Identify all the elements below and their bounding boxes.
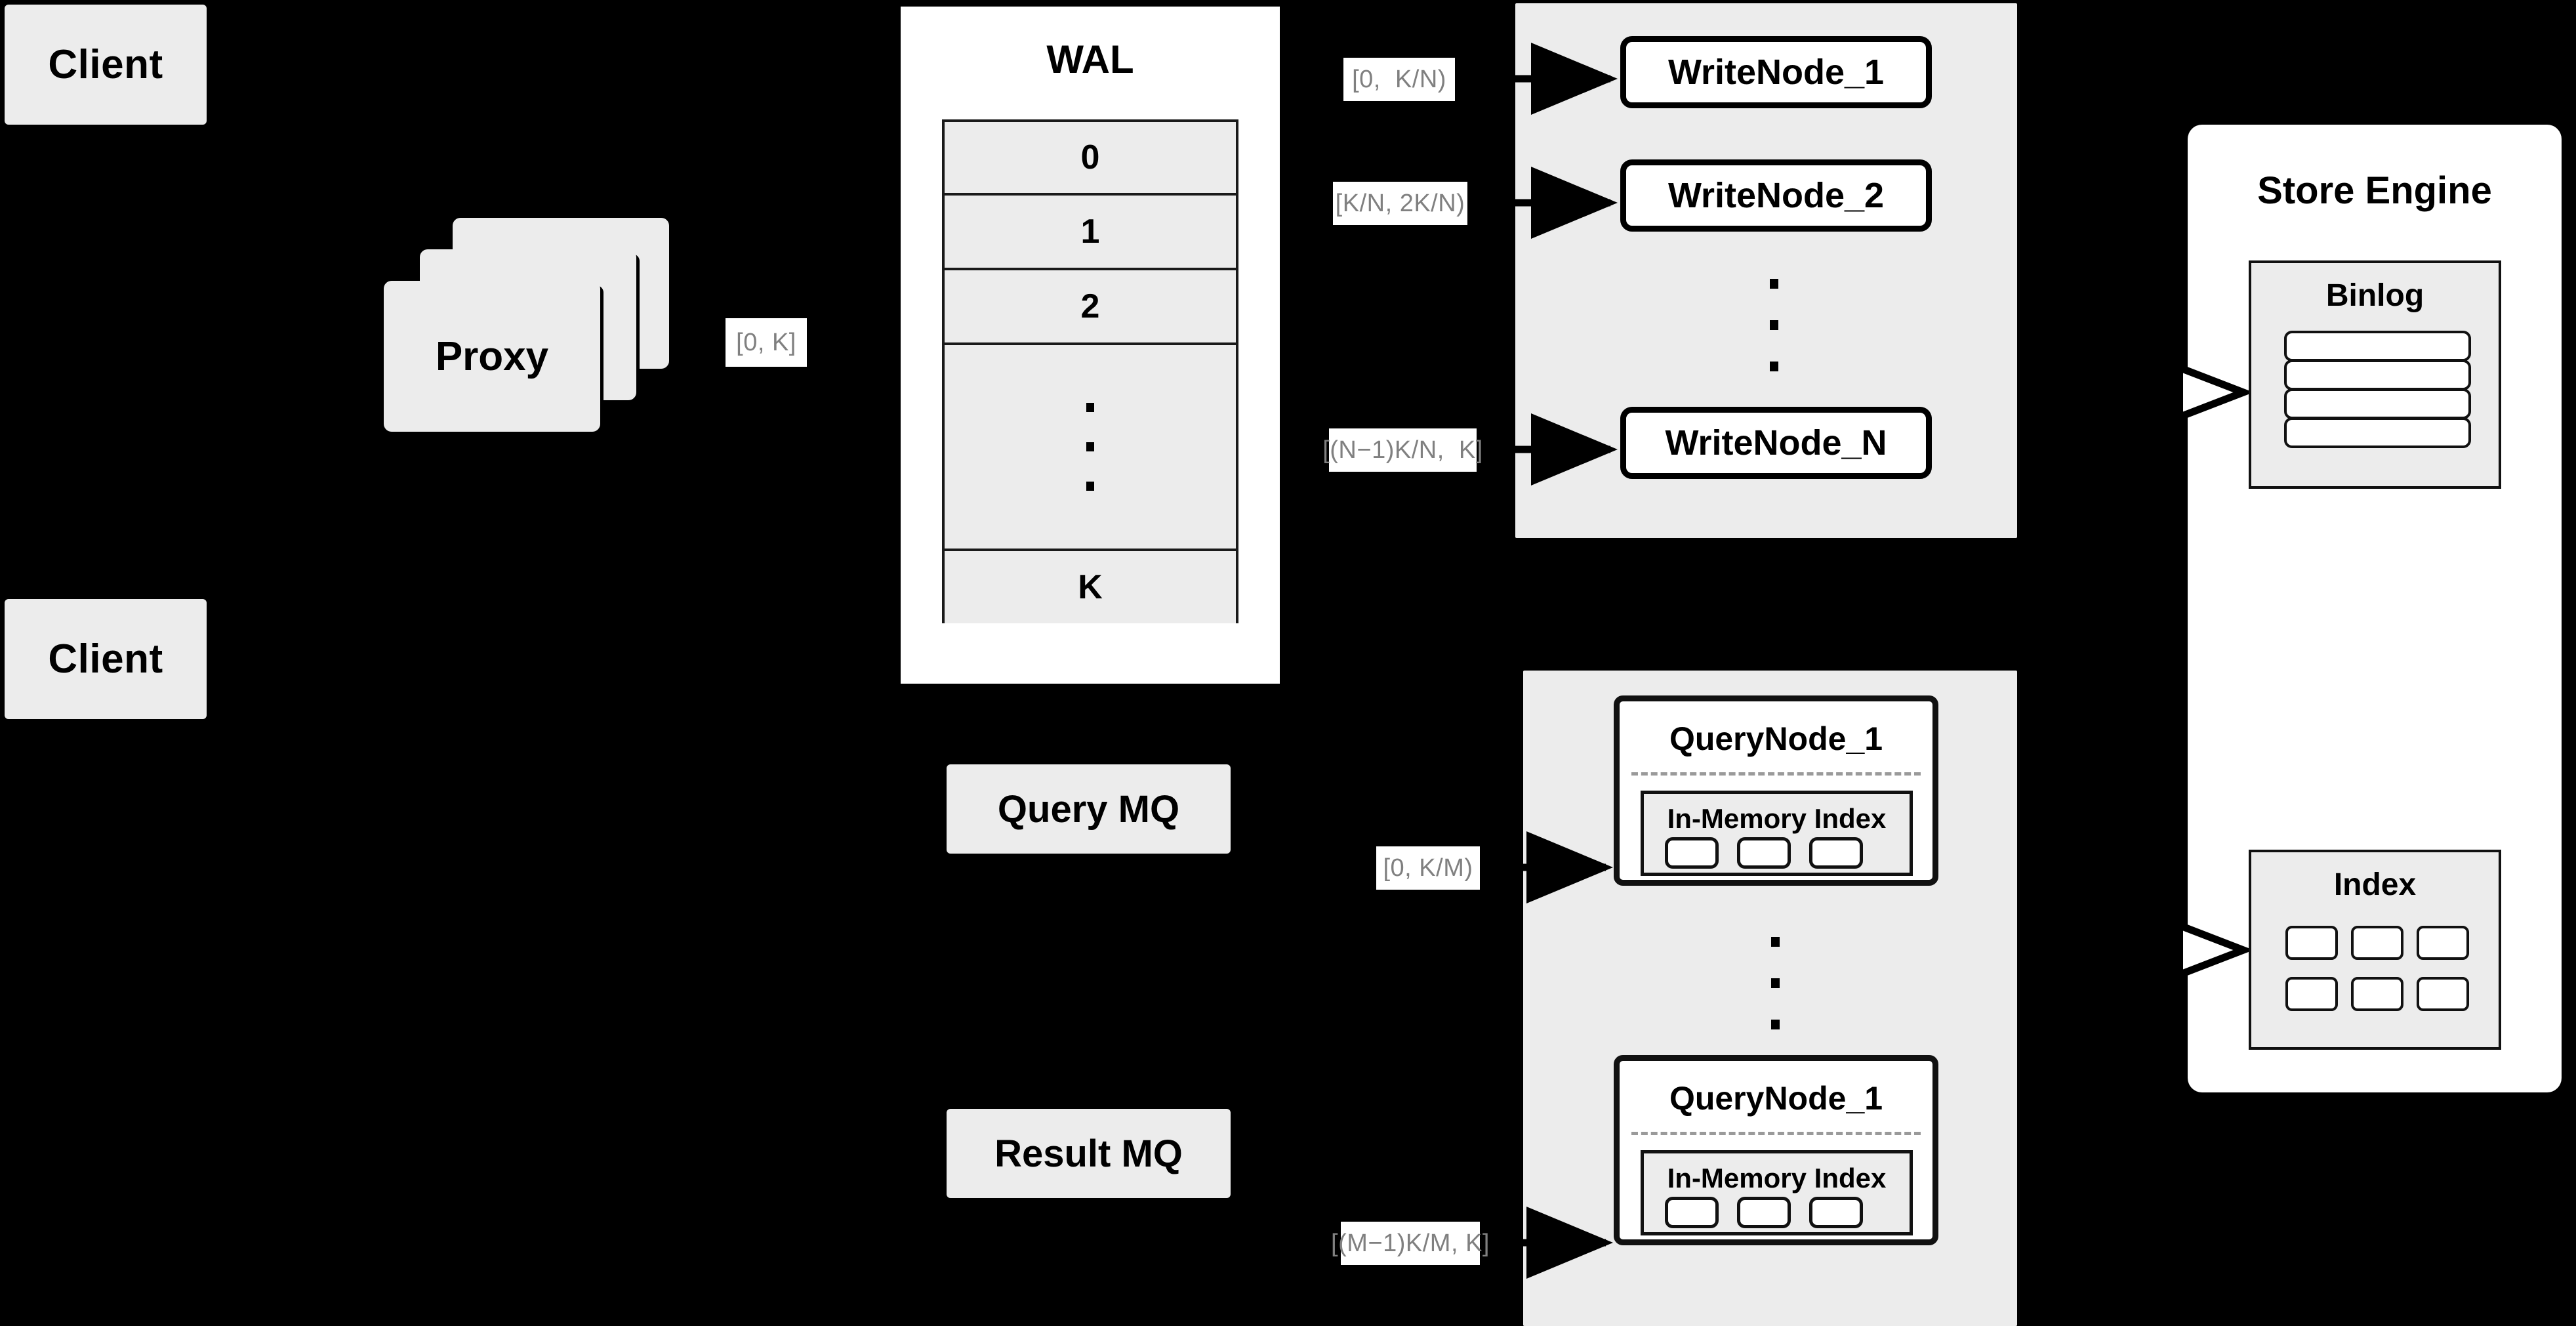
in-memory-index-title: In-Memory Index — [1667, 803, 1887, 834]
client-label: Client — [48, 42, 163, 87]
in-memory-index-box: In-Memory Index — [1641, 1150, 1913, 1235]
in-memory-index-box: In-Memory Index — [1641, 791, 1913, 876]
query-node-m[interactable]: QueryNode_1 In-Memory Index — [1614, 1055, 1938, 1245]
binlog-row[interactable] — [2284, 388, 2471, 419]
proxy-box[interactable]: Proxy — [384, 281, 600, 432]
wal-cell[interactable]: K — [945, 551, 1236, 623]
query-cluster-ellipsis — [1771, 937, 1780, 1029]
client-box-2[interactable]: Client — [5, 599, 207, 719]
query-node-title: QueryNode_1 — [1669, 1080, 1883, 1117]
query-node-1[interactable]: QueryNode_1 In-Memory Index — [1614, 695, 1938, 886]
store-index-title: Index — [2333, 867, 2417, 902]
proxy-label: Proxy — [435, 333, 549, 379]
write-node-n[interactable]: WriteNode_N — [1620, 407, 1932, 479]
binlog-row[interactable] — [2284, 331, 2471, 362]
result-mq-box[interactable]: Result MQ — [947, 1109, 1231, 1198]
wal-cell[interactable]: 0 — [945, 122, 1236, 196]
index-chip[interactable] — [1737, 1197, 1791, 1228]
store-engine-title: Store Engine — [2257, 169, 2492, 212]
index-chip[interactable] — [1809, 837, 1863, 869]
wal-cell[interactable]: 2 — [945, 270, 1236, 345]
wal-title: WAL — [1046, 37, 1134, 81]
client-box-1[interactable]: Client — [5, 5, 207, 125]
write-range-label-2: [K/N, 2K/N) — [1333, 182, 1467, 225]
store-index-chip[interactable] — [2417, 977, 2469, 1011]
query-node-divider — [1631, 1132, 1921, 1135]
binlog-row[interactable] — [2284, 417, 2471, 448]
write-range-label-n: [(N−1)K/N, K] — [1322, 428, 1482, 472]
store-index-chip[interactable] — [2285, 977, 2338, 1011]
index-chip[interactable] — [1665, 837, 1719, 869]
wal-table: 0 1 2 K — [942, 119, 1238, 623]
query-node-title: QueryNode_1 — [1669, 720, 1883, 757]
write-cluster-ellipsis — [1770, 279, 1778, 371]
result-mq-label: Result MQ — [994, 1132, 1183, 1175]
store-index-chip[interactable] — [2351, 926, 2403, 960]
store-index-chip[interactable] — [2285, 926, 2338, 960]
query-node-divider — [1631, 772, 1921, 776]
index-chip[interactable] — [1737, 837, 1791, 869]
query-mq-label: Query MQ — [997, 787, 1180, 831]
query-range-label-m: [(M−1)K/M, K] — [1331, 1222, 1489, 1265]
binlog-title: Binlog — [2325, 278, 2424, 313]
binlog-row[interactable] — [2284, 360, 2471, 390]
in-memory-index-title: In-Memory Index — [1667, 1163, 1887, 1193]
proxy-range-label: [0, K] — [726, 318, 807, 367]
binlog-panel: Binlog — [2249, 260, 2501, 489]
write-node-label: WriteNode_2 — [1667, 176, 1885, 215]
index-chip[interactable] — [1809, 1197, 1863, 1228]
store-index-chip[interactable] — [2417, 926, 2469, 960]
write-node-1[interactable]: WriteNode_1 — [1620, 36, 1932, 108]
query-range-label-1: [0, K/M) — [1376, 846, 1480, 890]
client-label: Client — [48, 636, 163, 682]
write-node-label: WriteNode_1 — [1667, 52, 1885, 92]
write-node-label: WriteNode_N — [1665, 423, 1887, 463]
store-index-chip[interactable] — [2351, 977, 2403, 1011]
query-mq-box[interactable]: Query MQ — [947, 764, 1231, 854]
wal-cell-ellipsis — [945, 345, 1236, 551]
index-chip[interactable] — [1665, 1197, 1719, 1228]
write-node-2[interactable]: WriteNode_2 — [1620, 159, 1932, 232]
wal-cell[interactable]: 1 — [945, 196, 1236, 270]
store-index-panel: Index — [2249, 850, 2501, 1050]
write-range-label-1: [0, K/N) — [1343, 58, 1455, 101]
